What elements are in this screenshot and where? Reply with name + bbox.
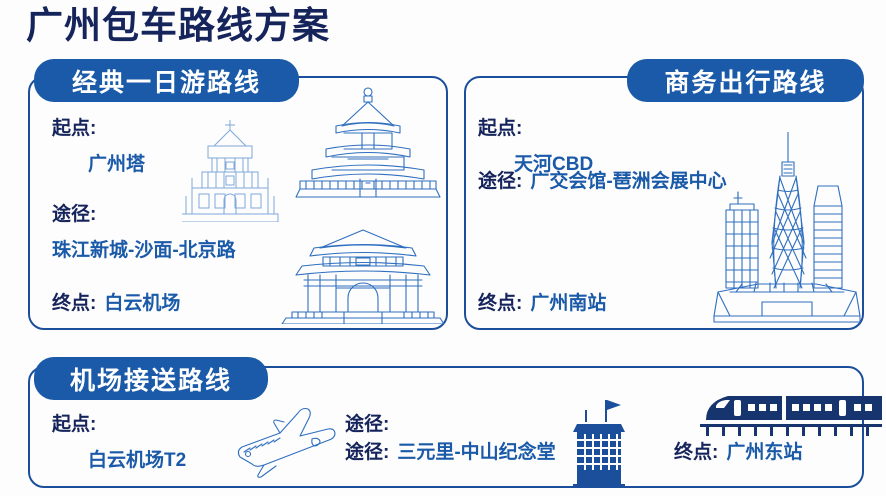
- high-speed-train-icon: [694, 386, 884, 445]
- airport-via-value: 三元里-中山纪念堂: [397, 442, 556, 463]
- chinese-gate-icon: [278, 228, 448, 329]
- classic-start-block: 起点: 广州塔: [52, 113, 145, 176]
- business-via-block: 途径: 广交会馆-琶洲会展中心: [478, 166, 727, 193]
- airport-via-label-2: 途径:: [345, 442, 390, 463]
- classic-start-value: 广州塔: [88, 154, 146, 175]
- classic-end-label: 终点:: [52, 293, 97, 314]
- business-end-block: 终点: 广州南站: [478, 288, 606, 315]
- business-start-block: 起点: 天河CBD: [478, 113, 593, 176]
- card-header-classic[interactable]: 经典一日游路线: [34, 59, 299, 102]
- airplane-icon: [228, 403, 338, 484]
- page-title: 广州包车路线方案: [26, 5, 330, 46]
- airport-via-block: 途径: 三元里-中山纪念堂: [345, 437, 556, 464]
- classic-via-label: 途径:: [52, 204, 97, 225]
- classic-via-block: 途径: 珠江新城-沙面-北京路: [52, 199, 236, 262]
- card-header-airport[interactable]: 机场接送路线: [34, 357, 268, 400]
- ruins-of-st-pauls-icon: [168, 118, 292, 227]
- business-start-label: 起点:: [478, 118, 523, 139]
- card-header-business[interactable]: 商务出行路线: [627, 59, 864, 102]
- classic-end-block: 终点: 白云机场: [52, 288, 180, 315]
- airport-start-block: 起点: 白云机场T2: [52, 409, 186, 472]
- classic-start-label: 起点:: [52, 118, 97, 139]
- airport-via-label-1: 途径:: [345, 414, 390, 435]
- classic-via-value: 珠江新城-沙面-北京路: [52, 240, 236, 261]
- business-end-label: 终点:: [478, 293, 523, 314]
- business-end-value: 广州南站: [530, 293, 607, 314]
- memorial-hall-icon: [563, 398, 635, 493]
- business-start-value: 天河CBD: [514, 154, 594, 175]
- card-business-travel: [464, 76, 864, 330]
- business-via-label: 途径:: [478, 171, 523, 192]
- airport-start-label: 起点:: [52, 414, 97, 435]
- airport-end-value: 广州东站: [726, 442, 803, 463]
- classic-end-value: 白云机场: [104, 293, 181, 314]
- temple-of-heaven-icon: [292, 86, 444, 203]
- business-via-value: 广交会馆-琶洲会展中心: [530, 171, 727, 192]
- airport-start-value: 白云机场T2: [88, 450, 187, 471]
- airport-via-label-top: 途径:: [345, 409, 389, 436]
- guangzhou-skyline-icon: [712, 131, 862, 329]
- airport-end-block: 终点: 广州东站: [674, 437, 802, 464]
- airport-end-label: 终点:: [674, 442, 719, 463]
